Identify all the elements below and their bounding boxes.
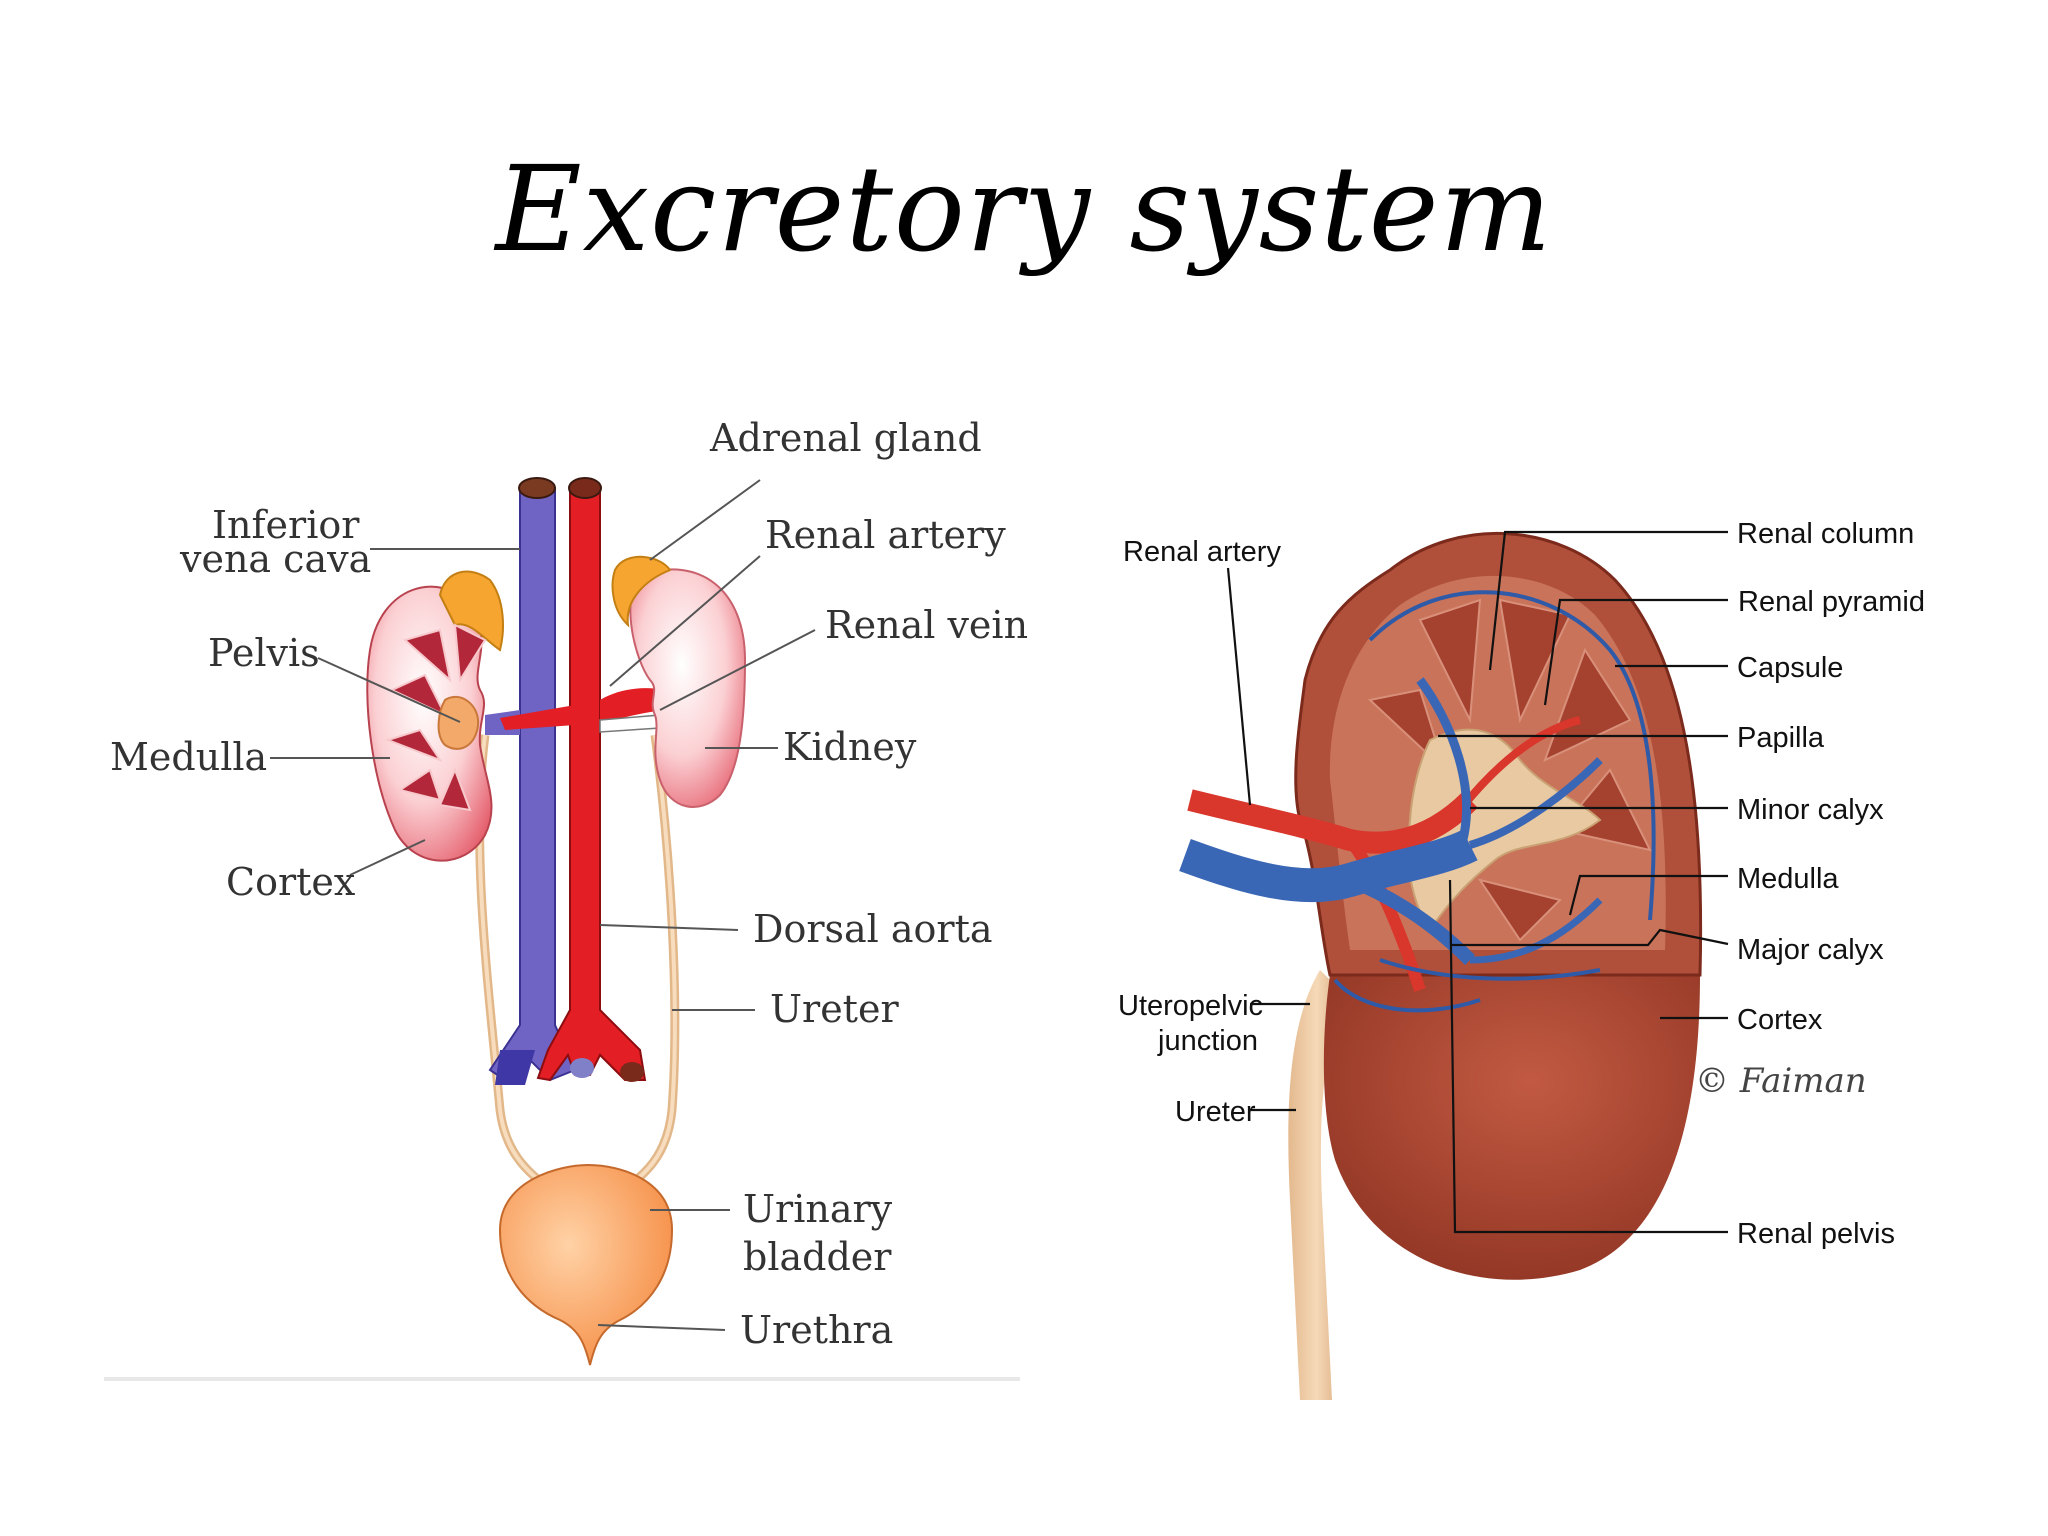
medulla-pyramids [384, 623, 487, 812]
label-uteropelvic-line1: Uteropelvic [1118, 990, 1263, 1022]
diagram-baseline [104, 1377, 1020, 1381]
label-cortex-left: Cortex [226, 860, 355, 904]
renal-vein-vessel [1179, 829, 1478, 903]
label-pelvis: Pelvis [208, 631, 320, 675]
right-kidney-cross-section: Renal artery Renal column Renal pyramid … [1118, 518, 1925, 1400]
label-urinary-bladder-line1: Urinary [743, 1187, 893, 1231]
label-renal-pyramid: Renal pyramid [1738, 586, 1925, 618]
urinary-bladder [498, 1163, 674, 1366]
left-adrenal-gland [438, 570, 504, 652]
label-adrenal-gland: Adrenal gland [709, 416, 982, 460]
label-cortex-right: Cortex [1737, 1004, 1823, 1036]
label-inferior-vena-cava-line2: vena cava [179, 537, 371, 581]
label-papilla: Papilla [1737, 722, 1825, 754]
label-dorsal-aorta: Dorsal aorta [753, 907, 993, 951]
right-ureter [627, 734, 680, 1189]
label-uteropelvic-line2: junction [1157, 1025, 1258, 1057]
label-urinary-bladder-line2: bladder [743, 1235, 892, 1279]
ureter-tube [1288, 970, 1345, 1400]
kidney-outer-surface [1323, 975, 1700, 1280]
label-urethra: Urethra [740, 1308, 893, 1352]
left-renal-pelvis [437, 695, 480, 750]
label-renal-vein: Renal vein [825, 603, 1028, 647]
inferior-vena-cava [488, 487, 577, 1082]
label-major-calyx: Major calyx [1737, 934, 1884, 966]
left-urinary-system-diagram: Adrenal gland Inferior vena cava Renal a… [104, 416, 1028, 1381]
label-minor-calyx: Minor calyx [1737, 794, 1884, 826]
label-renal-artery-left: Renal artery [765, 513, 1006, 557]
label-inferior-vena-cava-line1: Inferior [212, 503, 360, 547]
label-ureter-left: Ureter [770, 987, 899, 1031]
label-renal-artery-right: Renal artery [1123, 536, 1281, 568]
label-medulla-left: Medulla [110, 735, 267, 779]
left-renal-artery [500, 705, 575, 730]
label-renal-column: Renal column [1737, 518, 1914, 550]
right-adrenal-gland [611, 555, 672, 628]
renal-artery-vessel [1187, 789, 1478, 854]
label-kidney: Kidney [783, 725, 917, 769]
arcuate-vessels [1368, 590, 1656, 921]
artist-signature: © Faiman [1695, 1061, 1867, 1101]
label-medulla-right: Medulla [1737, 863, 1839, 895]
label-capsule: Capsule [1737, 652, 1843, 684]
right-renal-artery [600, 688, 665, 724]
label-renal-pelvis: Renal pelvis [1737, 1218, 1895, 1250]
label-ureter-right: Ureter [1175, 1096, 1256, 1128]
page-title: Excretory system [495, 140, 1553, 278]
